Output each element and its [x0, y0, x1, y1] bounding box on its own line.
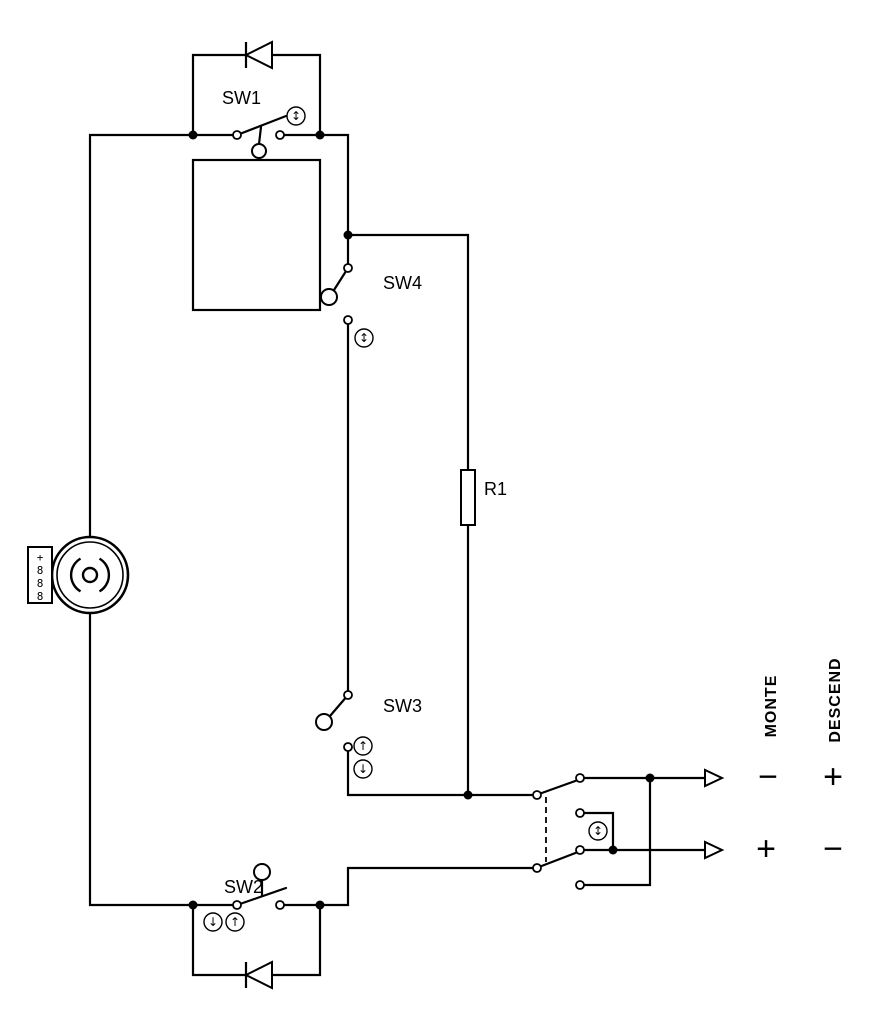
wire-sw3-bus — [346, 751, 533, 797]
top-diode-triangle — [243, 40, 273, 70]
monte-bottom-sign: + — [756, 830, 776, 868]
motor-inner-ring — [56, 541, 124, 609]
sw1-label: SW1 — [222, 88, 261, 108]
sw4-contact-top — [343, 263, 353, 273]
sw3-contact-bottom — [343, 742, 353, 752]
motor-connector-char-3: 8 — [37, 577, 44, 590]
selector-lower-throw-2 — [575, 880, 585, 890]
bottom-diode-triangle — [243, 960, 273, 990]
sw3-switch: SW3 ↑ ↓ — [315, 690, 422, 779]
wire-cross-a — [584, 811, 615, 850]
selector-switch: ↕ — [532, 773, 608, 890]
resistor-label: R1 — [484, 479, 507, 499]
sw3-button — [315, 713, 333, 731]
sw4-switch: SW4 ↕ — [320, 263, 422, 348]
resistor-body — [460, 469, 476, 526]
selector-lower-throw-1 — [575, 845, 585, 855]
monte-top-sign: − — [758, 758, 778, 796]
motor-brush-left — [69, 557, 82, 593]
wire-sw1-right — [284, 133, 350, 235]
sw4-label: SW4 — [383, 273, 422, 293]
sw4-contact-bottom — [343, 315, 353, 325]
sw4-button — [320, 288, 338, 306]
wire-sw2-right — [284, 866, 533, 907]
wire-top-diode-left — [191, 53, 246, 135]
sw2-down-icon-glyph: ↓ — [208, 915, 218, 929]
sw2-label: SW2 — [224, 877, 263, 897]
wire-motor-bottom — [88, 613, 193, 907]
sw1-switch: SW1 ↕ — [222, 88, 306, 159]
wire-motor-top — [88, 133, 193, 537]
sw3-up-icon-glyph: ↑ — [358, 739, 368, 753]
sw2-button — [253, 863, 271, 881]
selector-upper-throw-2 — [575, 808, 585, 818]
junction-dot — [645, 773, 655, 783]
sw4-direction-icon — [354, 328, 374, 348]
wire-cross-b — [584, 778, 652, 887]
junction-dot — [315, 900, 325, 910]
upper-output-arrow-icon — [704, 768, 725, 788]
sw2-switch: SW2 ↓ ↑ — [203, 863, 288, 932]
junction-dot — [608, 845, 618, 855]
motor — [50, 535, 130, 615]
junction-dot — [463, 790, 473, 800]
selector-upper-lever — [537, 778, 580, 796]
junction-dot — [315, 130, 325, 140]
wire-bottom-diode-left — [191, 905, 246, 977]
junction-dots — [188, 130, 655, 910]
sw2-contact-right — [275, 900, 285, 910]
sw1-contact-right — [275, 130, 285, 140]
sw1-lever — [235, 114, 288, 137]
motor-connector-icon: + 8 8 8 — [27, 546, 53, 604]
descend-label: DESCEND — [827, 657, 844, 742]
wire-r1-branch-top — [348, 233, 470, 470]
sw3-down-icon-glyph: ↓ — [358, 762, 368, 776]
resistor-r1: R1 — [460, 469, 507, 526]
selector-direction-icon-glyph: ↕ — [593, 824, 603, 838]
top-diode — [243, 40, 273, 70]
sw3-contact-top — [343, 690, 353, 700]
mechanism-box — [191, 158, 322, 312]
selector-direction-icon — [588, 821, 608, 841]
selector-upper-common — [532, 790, 542, 800]
junction-dot — [343, 230, 353, 240]
junction-dot — [188, 900, 198, 910]
descend-top-sign: + — [823, 758, 843, 796]
motor-brush-right — [98, 557, 111, 593]
descend-bottom-sign: − — [823, 830, 843, 868]
sw1-direction-icon-glyph: ↕ — [291, 109, 301, 123]
sw1-button — [251, 143, 267, 159]
sw3-up-icon — [353, 736, 373, 756]
wire-bottom-diode-right — [272, 905, 322, 977]
selector-lower-common — [532, 863, 542, 873]
wires — [88, 53, 705, 977]
junction-dot — [188, 130, 198, 140]
wire-top-diode-right — [272, 53, 322, 135]
motor-hub — [81, 566, 99, 584]
output-terminals: MONTE DESCEND − + + − — [704, 657, 844, 868]
lower-output-arrow-icon — [704, 840, 725, 860]
sw1-direction-icon — [286, 106, 306, 126]
sw2-up-icon-glyph: ↑ — [230, 915, 240, 929]
sw2-up-icon — [225, 912, 245, 932]
motor-connector-char-2: 8 — [37, 564, 44, 577]
motor-connector-char-1: + — [37, 551, 44, 564]
sw4-direction-icon-glyph: ↕ — [359, 331, 369, 345]
mechanism-box-outline — [191, 158, 322, 312]
sw3-label: SW3 — [383, 696, 422, 716]
sw1-button-stub — [257, 125, 263, 146]
motor-connector-outline — [27, 546, 53, 604]
sw1-contact-left — [232, 130, 242, 140]
bottom-diode — [243, 960, 273, 990]
motor-connector-char-4: 8 — [37, 590, 44, 603]
sw2-down-icon — [203, 912, 223, 932]
sw2-contact-left — [232, 900, 242, 910]
sw3-down-icon — [353, 759, 373, 779]
selector-upper-throw-1 — [575, 773, 585, 783]
monte-label: MONTE — [763, 675, 780, 738]
selector-lower-lever — [537, 850, 580, 869]
